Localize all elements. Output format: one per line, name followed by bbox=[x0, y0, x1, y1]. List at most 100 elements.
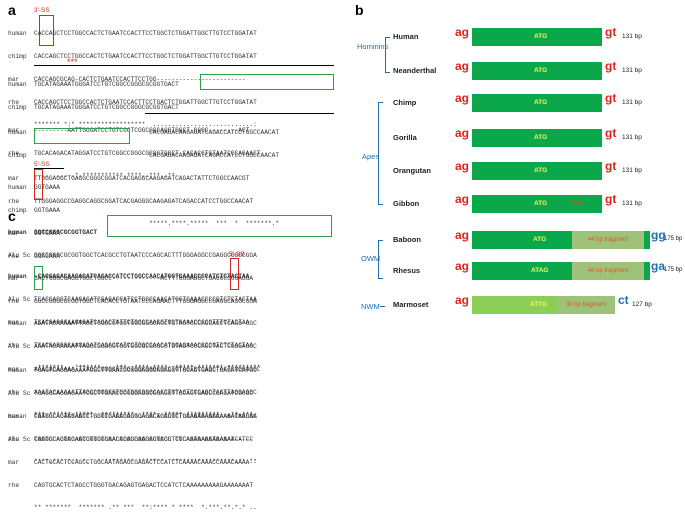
underline-a-block4 bbox=[34, 168, 64, 169]
exon-bar bbox=[472, 231, 572, 249]
acceptor-ag: ag bbox=[455, 228, 470, 242]
panel-letter-c: c bbox=[8, 208, 16, 224]
acceptor-ag: ag bbox=[455, 192, 470, 206]
atg-label: ATG bbox=[534, 67, 548, 74]
length-bp: 131 bp bbox=[622, 200, 642, 207]
align-row: ******* *:* ****************** .........… bbox=[8, 121, 257, 129]
atg-label: ATG bbox=[534, 33, 548, 40]
align-row: rhe TGCACAGACATAGGATCCTGTCGGCCGGGCGCGGTG… bbox=[8, 149, 261, 157]
group-nwm: NWM bbox=[361, 302, 380, 311]
align-row: *******. ******* *** ****.**** *****.***… bbox=[8, 364, 261, 372]
brace-tick bbox=[378, 240, 383, 241]
length-bp: 131 bp bbox=[622, 33, 642, 40]
alignment-c-block1: human GGCCGGGCGCGGTGACT Alu Sc GGCCGGGCG… bbox=[8, 214, 257, 343]
align-row: rhe TTGGGAGGCCGAGGCAGGCGGATCACGAGGGCAAGA… bbox=[8, 197, 254, 205]
acceptor-ag: ag bbox=[455, 159, 470, 173]
atg-label: ATAG bbox=[531, 267, 549, 274]
exon-bar bbox=[472, 62, 602, 80]
underline-a-block3 bbox=[145, 113, 334, 114]
species-label: Chimp bbox=[393, 98, 417, 107]
exon-bar bbox=[472, 262, 572, 280]
align-row: mar CACTGCACTCCAGCCTGGCAATAGAGCGAGACTCCA… bbox=[8, 458, 257, 466]
donor-site: gg bbox=[651, 228, 666, 242]
box-green-a-block3 bbox=[34, 128, 130, 144]
align-row: rhe GGAGAAA bbox=[8, 252, 60, 260]
underline-a-block2 bbox=[34, 65, 334, 66]
atg-label: ATG bbox=[534, 200, 548, 207]
length-bp: 131 bp bbox=[622, 67, 642, 74]
brace-tick bbox=[380, 306, 385, 307]
species-label: Gorilla bbox=[393, 133, 417, 142]
exon-bar bbox=[472, 129, 602, 147]
align-row: * :**** bbox=[8, 275, 60, 283]
align-row: rhe AAATACAAAAATTAGCCGGGCGTGGTGGCGGGCACC… bbox=[8, 388, 257, 396]
atg-label: ATTG bbox=[530, 301, 548, 308]
species-label: Baboon bbox=[393, 235, 421, 244]
panel-letter-a: a bbox=[8, 2, 16, 18]
length-bp: 131 bp bbox=[622, 99, 642, 106]
align-row: Alu Sc AAATACAAAAATTAGCCGGGCGTGGTGGCGCGC… bbox=[8, 342, 257, 350]
align-row: chimp GGTGAAA bbox=[8, 206, 60, 214]
atg-label: ATG bbox=[534, 134, 548, 141]
length-bp: 175 bp bbox=[664, 236, 683, 242]
species-label: Rhesus bbox=[393, 266, 421, 275]
alignment-a-block1: human CACCAGCTCCTGGCCACTCTGAATCCACTTCCTG… bbox=[8, 15, 257, 144]
align-row: human TGAGTCAGGAGAAATCGCTTGAACCCGGGAGGCA… bbox=[8, 367, 257, 375]
align-row: human AAATACAAAAATTAGCTGGGCGTGGTGGCGGGCA… bbox=[8, 320, 257, 328]
align-row: human CACCAGCTCCTGGCCACTCTGAATCCACTTCCTG… bbox=[8, 30, 257, 38]
align-row: ** ******* ******* .** *** **:**** * ***… bbox=[8, 504, 257, 512]
alignment-a-block4: human GGTGAAA chimp GGTGAAA mar GGTGAAA … bbox=[8, 169, 60, 298]
exon-bar bbox=[472, 28, 602, 46]
align-row: chimp CACGAGACAAGAGATCAGACCATCCTGGCCAACA… bbox=[8, 151, 280, 159]
align-row: mar TGAGGCAGAAGAATT-GCTTGAACCCGGGAGGCAGA… bbox=[8, 412, 257, 420]
align-row: chimp CACCAGCTCCTGGCCACTCTGAATCCACTTCCTG… bbox=[8, 52, 257, 60]
acceptor-ag: ag bbox=[455, 126, 470, 140]
donor-gt: gt bbox=[605, 126, 617, 140]
align-row: human -CACGAGACAAGAGATCAGACCATCCTGGCCAAC… bbox=[8, 273, 250, 281]
align-row: Alu Sc GGCCGGGCGCGGTGGCTCACGCCTGTAATCCCA… bbox=[8, 251, 257, 259]
align-row: *****.****.***** *** * *******.* bbox=[8, 220, 280, 228]
align-row: human TGCATAGAAATGGGATCCTGTCGGCCGGGCGCGG… bbox=[8, 81, 179, 89]
donor-site: ga bbox=[651, 259, 666, 273]
species-label: Marmoset bbox=[393, 300, 429, 309]
group-apes: Apes bbox=[362, 152, 380, 161]
align-row: human CACGAGACAAGAGATCAGACCATCCTGGCCAACA… bbox=[8, 129, 280, 137]
atg-label: ATG bbox=[534, 99, 548, 106]
align-row: *.*.*****.****** bbox=[8, 320, 94, 328]
align-row: mar AAACACAAAAA-TTAGCCGGGCGTGGTGGCGGGCGC… bbox=[8, 365, 261, 373]
label-stars: *** bbox=[67, 57, 78, 67]
align-row: Alu Sc TGAGGCAGGAGAATCGCTTGAACCCGGGAGGCG… bbox=[8, 389, 254, 397]
group-hominins: Hominins bbox=[357, 42, 389, 51]
alignment-a-block3: human CACGAGACAAGAGATCAGACCATCCTGGCCAACA… bbox=[8, 114, 279, 243]
donor-gt: gt bbox=[605, 25, 617, 39]
atg-label: ATG bbox=[533, 236, 547, 243]
exon-bar bbox=[472, 162, 602, 180]
exon-bar bbox=[472, 195, 602, 213]
align-row: human GGTGAAA bbox=[8, 184, 60, 192]
brace-tick bbox=[378, 102, 383, 103]
species-label: Orangutan bbox=[393, 166, 431, 175]
label-5ss-a: 5'-SS bbox=[34, 161, 50, 168]
align-row: .... ......*.***********.****..***..** bbox=[8, 172, 176, 180]
box-green-c-block2 bbox=[34, 266, 43, 290]
donor-gt: gt bbox=[605, 192, 617, 206]
acceptor-ag: ag bbox=[455, 25, 470, 39]
acceptor-ag: ag bbox=[455, 293, 470, 307]
exon-bar-end bbox=[644, 262, 650, 280]
label-5ss-c: 5'-SS bbox=[229, 251, 245, 258]
tag-stop-label: TAG bbox=[570, 200, 583, 207]
align-row: mar ---------AATTGGGATCCTGTCGCTCGGCGGCAG… bbox=[8, 126, 250, 134]
brace-owm bbox=[378, 240, 379, 278]
box-5ss-a bbox=[34, 169, 43, 200]
align-row: rhe CACCAGCTCCTGGCCACTCTGAATCCACTTCCTGAC… bbox=[8, 98, 257, 106]
atg-label: ATG bbox=[534, 167, 548, 174]
brace-tick bbox=[385, 37, 390, 38]
align-row: mar CACCAGCGCAG-CACTCTGAATCCACTTCCTGG---… bbox=[8, 75, 246, 83]
exon-bar-end bbox=[644, 231, 650, 249]
length-bp: 131 bp bbox=[622, 167, 642, 174]
box-green-a-block2 bbox=[200, 74, 334, 90]
exon-bar bbox=[472, 94, 602, 112]
brace-tick bbox=[378, 204, 383, 205]
align-row: mar TCACGAGGCAAGAGATCAGACTATTCTGGCCAACGT… bbox=[8, 318, 250, 326]
fragment-insert: 44 bp fragment bbox=[572, 262, 644, 280]
